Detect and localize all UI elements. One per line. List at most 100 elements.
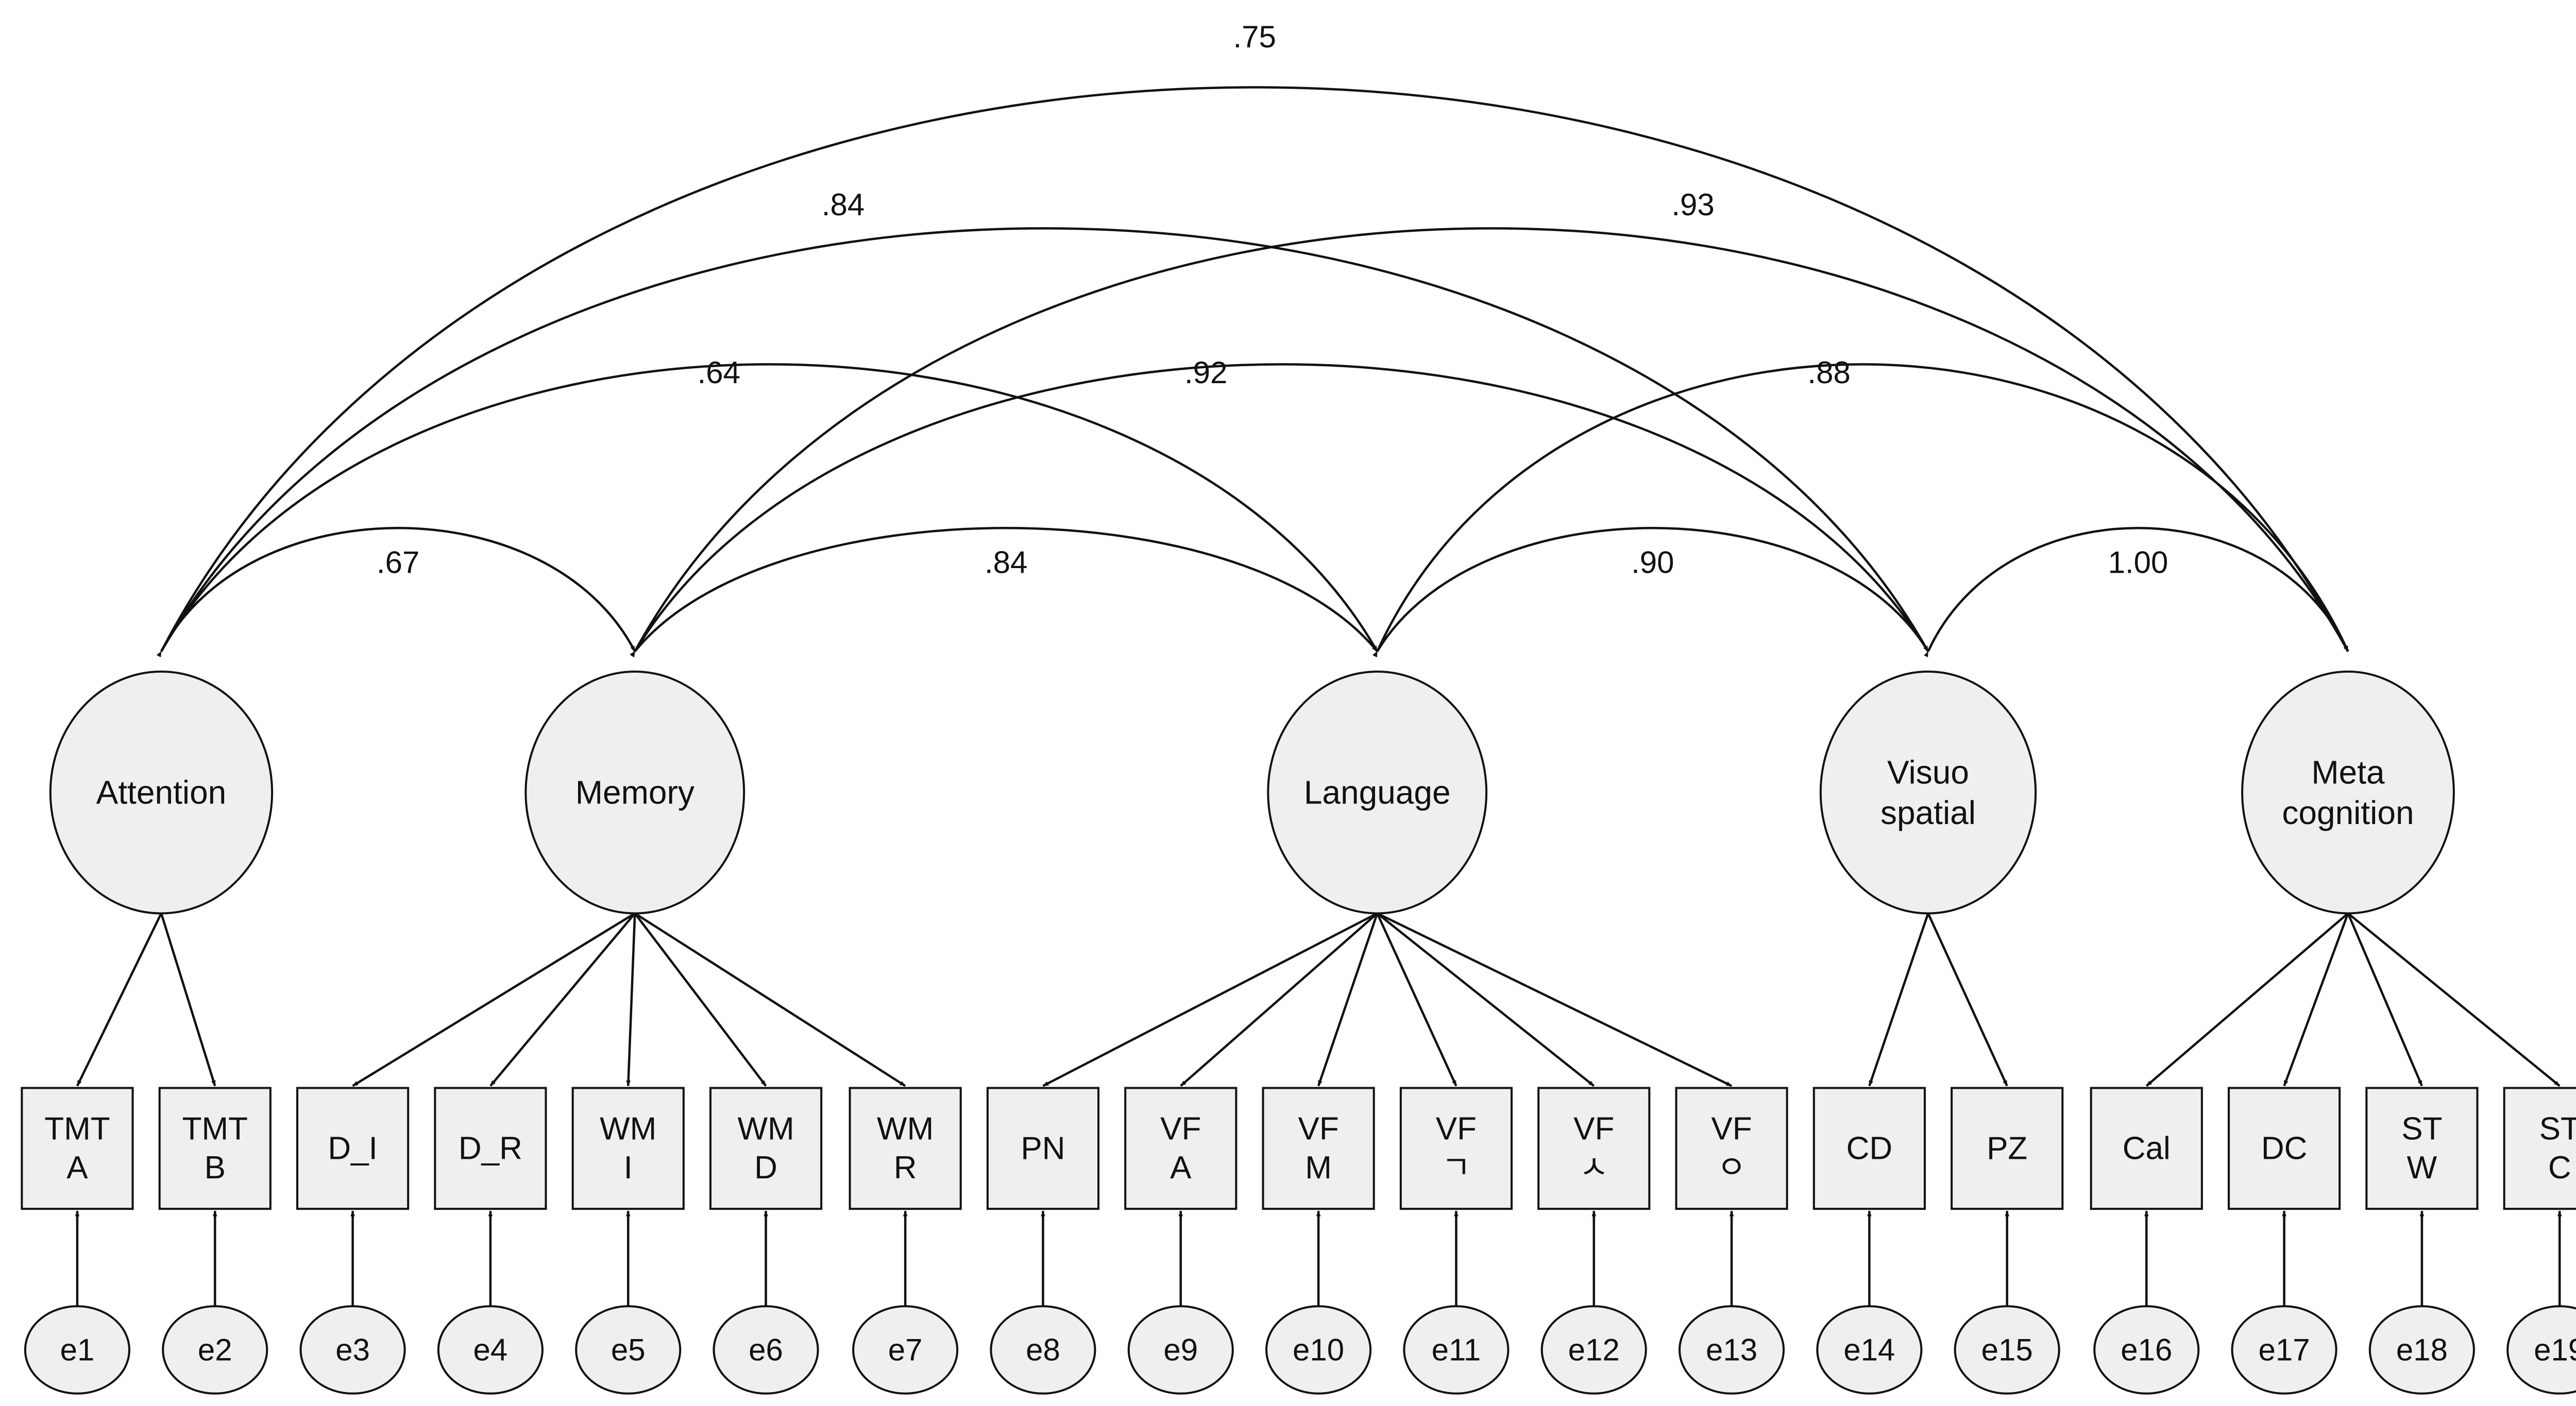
loading-arrow-vfm [1317,913,1379,1087]
error-ellipse [1265,1305,1372,1395]
correlation-arc-att-lang [156,363,1379,658]
observed-box [1399,1087,1513,1210]
error-ellipse [1540,1305,1647,1395]
observed-box [571,1087,685,1210]
correlation-label-att-mem: .67 [377,545,419,580]
error-label: e13 [1706,1333,1757,1367]
error-label: e6 [749,1333,783,1367]
error-e7: e7 [852,1305,959,1395]
error-ellipse [2093,1305,2200,1395]
error-e12: e12 [1540,1305,1647,1395]
loading-arrow-stw [2347,913,2423,1087]
observed-label: M [1305,1150,1332,1186]
loading-arrow-cd [1868,913,1929,1087]
observed-label: PN [1021,1130,1065,1166]
latent-ellipse [524,671,745,915]
observed-vfm: VFM [1262,1087,1375,1210]
error-ellipse [1954,1305,2060,1395]
error-e19: e19 [2506,1305,2576,1395]
error-e13: e13 [1679,1305,1785,1395]
observed-label: Cal [2123,1130,2171,1166]
correlation-arc-vis-meta [1924,527,2349,658]
observed-vfs: VFㅅ [1537,1087,1651,1210]
observed-box [849,1087,962,1210]
observed-label: ST [2401,1111,2442,1147]
loading-arrow-vfg [1376,913,1458,1087]
observed-label: VF [1711,1111,1752,1147]
observed-box [2503,1087,2576,1210]
observed-box [434,1087,547,1210]
observed-stw: STW [2365,1087,2479,1210]
observed-box [709,1087,823,1210]
correlation-arc-att-vis [156,227,1929,658]
error-label: e17 [2259,1333,2310,1367]
error-label: e10 [1293,1333,1344,1367]
correlation-arc-att-meta [157,86,2349,658]
latent-ellipse [1819,671,2037,915]
observed-label: A [1170,1150,1192,1186]
error-arrows [75,1210,2562,1307]
observed-label: D_R [459,1130,522,1166]
error-e3: e3 [299,1305,406,1395]
correlation-label-att-meta: .75 [1233,20,1276,54]
loading-arrow-stc [2347,912,2561,1087]
correlation-label-lang-vis: .90 [1631,545,1674,580]
correlation-arc-lang-meta [1372,363,2349,658]
observed-box [296,1087,410,1210]
error-ellipse [1679,1305,1785,1395]
observed-label: CD [1846,1130,1893,1166]
latent-label: Attention [96,774,227,811]
observed-box [2090,1087,2203,1210]
latent-label: cognition [2282,794,2414,831]
observed-box [1951,1087,2064,1210]
error-ellipse [299,1305,406,1395]
observed-label: VF [1160,1111,1201,1147]
latent-label: Language [1304,774,1451,811]
observed-label: ㅅ [1579,1150,1608,1186]
error-e10: e10 [1265,1305,1372,1395]
error-ellipse [2231,1305,2337,1395]
error-label: e4 [473,1333,508,1367]
error-e11: e11 [1403,1305,1510,1395]
observed-label: D [754,1150,777,1186]
loading-arrow-vfa [1180,912,1378,1087]
loading-arrow-tmta [76,913,162,1087]
observed-label: B [205,1150,226,1186]
loading-arrow-wmd [634,913,767,1087]
loading-arrow-dc [2283,913,2349,1087]
observed-label: VF [1436,1111,1477,1147]
error-e8: e8 [990,1305,1096,1395]
observed-label: R [894,1150,917,1186]
latent-label: spatial [1880,794,1976,831]
loading-arrow-tmtb [160,913,216,1087]
correlation-label-mem-vis: .92 [1184,355,1227,390]
observed-label: C [2548,1150,2571,1186]
correlation-arc-lang-vis [1372,527,1929,658]
error-e6: e6 [713,1305,819,1395]
error-ellipse [852,1305,959,1395]
correlation-label-lang-meta: .88 [1807,355,1850,390]
latent-ellipse [49,671,274,915]
error-e2: e2 [162,1305,268,1395]
observed-label: DC [2261,1130,2308,1166]
error-e9: e9 [1127,1305,1234,1395]
observed-dc: DC [2228,1087,2341,1210]
error-label: e3 [335,1333,370,1367]
error-label: e19 [2534,1333,2576,1367]
latent-att: Attention [49,671,274,915]
observed-wmr: WMR [849,1087,962,1210]
error-label: e16 [2121,1333,2172,1367]
loading-arrow-pn [1042,912,1378,1087]
observed-label: ST [2539,1111,2576,1147]
observed-box [21,1087,134,1210]
observed-box [1537,1087,1651,1210]
loading-arrow-di [352,912,636,1087]
error-label: e9 [1163,1333,1198,1367]
loading-arrow-pz [1927,913,2008,1087]
error-label: e5 [611,1333,646,1367]
